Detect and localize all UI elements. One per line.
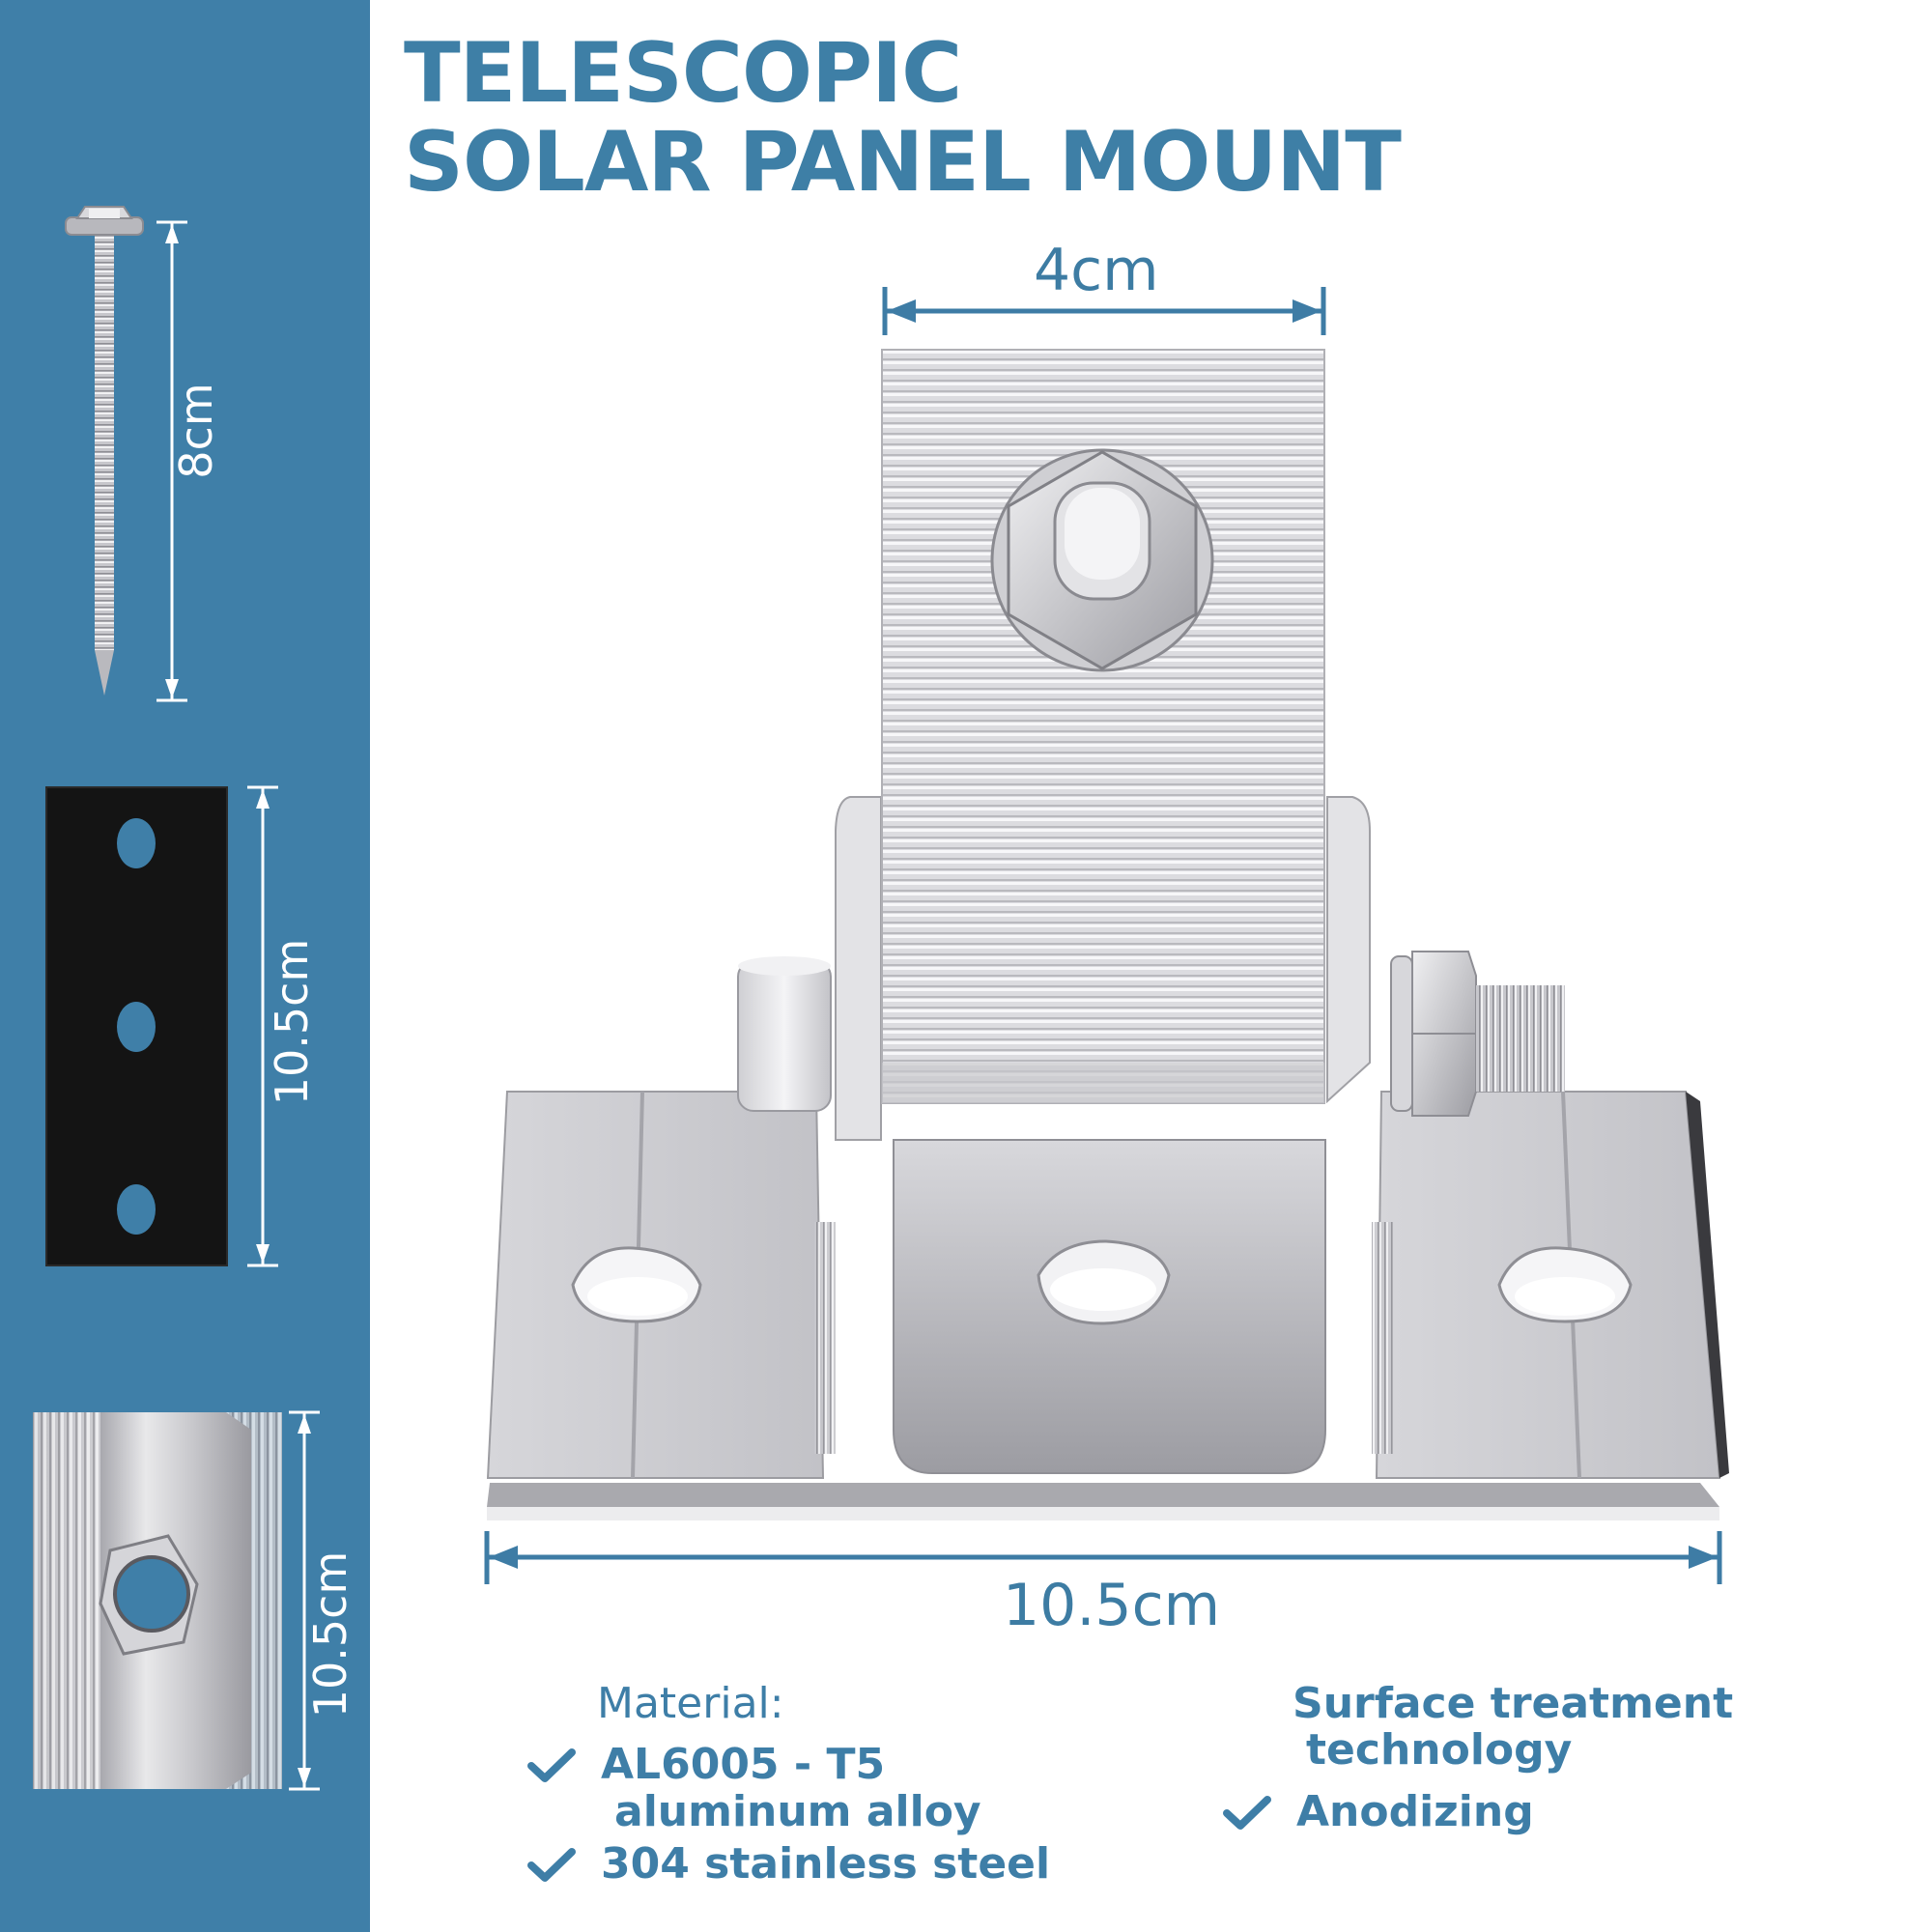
surface-item-anodizing: Anodizing [1296,1787,1534,1836]
rail-nut-icon [33,1412,282,1789]
dimension-arrow-icon [156,220,187,702]
dimension-arrow-icon [289,1410,320,1791]
material-item-alloy-grade: AL6005 - T5 [601,1740,886,1789]
screw-length-label: 8cm [170,383,222,479]
dimension-arrow-icon [882,287,1326,335]
surface-heading-line-1: Surface treatment [1293,1679,1734,1728]
solar-mount-product [486,349,1729,1520]
title-line-2: SOLAR PANEL MOUNT [404,114,1402,211]
check-icon [1223,1796,1271,1830]
top-width-label: 4cm [1034,237,1159,304]
title-line-1: TELESCOPIC [404,25,962,122]
material-item-steel: 304 stainless steel [601,1839,1051,1889]
page-title: TELESCOPIC SOLAR PANEL MOUNT [404,25,1402,211]
pad-length-label: 10.5cm [266,938,318,1106]
dimension-arrow-icon [247,785,278,1267]
screw-icon [65,206,144,696]
surface-heading-line-2: technology [1306,1725,1573,1775]
dimension-arrow-icon [484,1531,1722,1584]
check-icon [527,1748,576,1782]
rubber-pad-icon [45,786,228,1266]
material-item-alloy-type: aluminum alloy [614,1787,981,1836]
base-width-label: 10.5cm [1003,1572,1221,1639]
material-heading: Material: [597,1679,784,1728]
rail-length-label: 10.5cm [304,1550,356,1719]
check-icon [527,1848,576,1882]
